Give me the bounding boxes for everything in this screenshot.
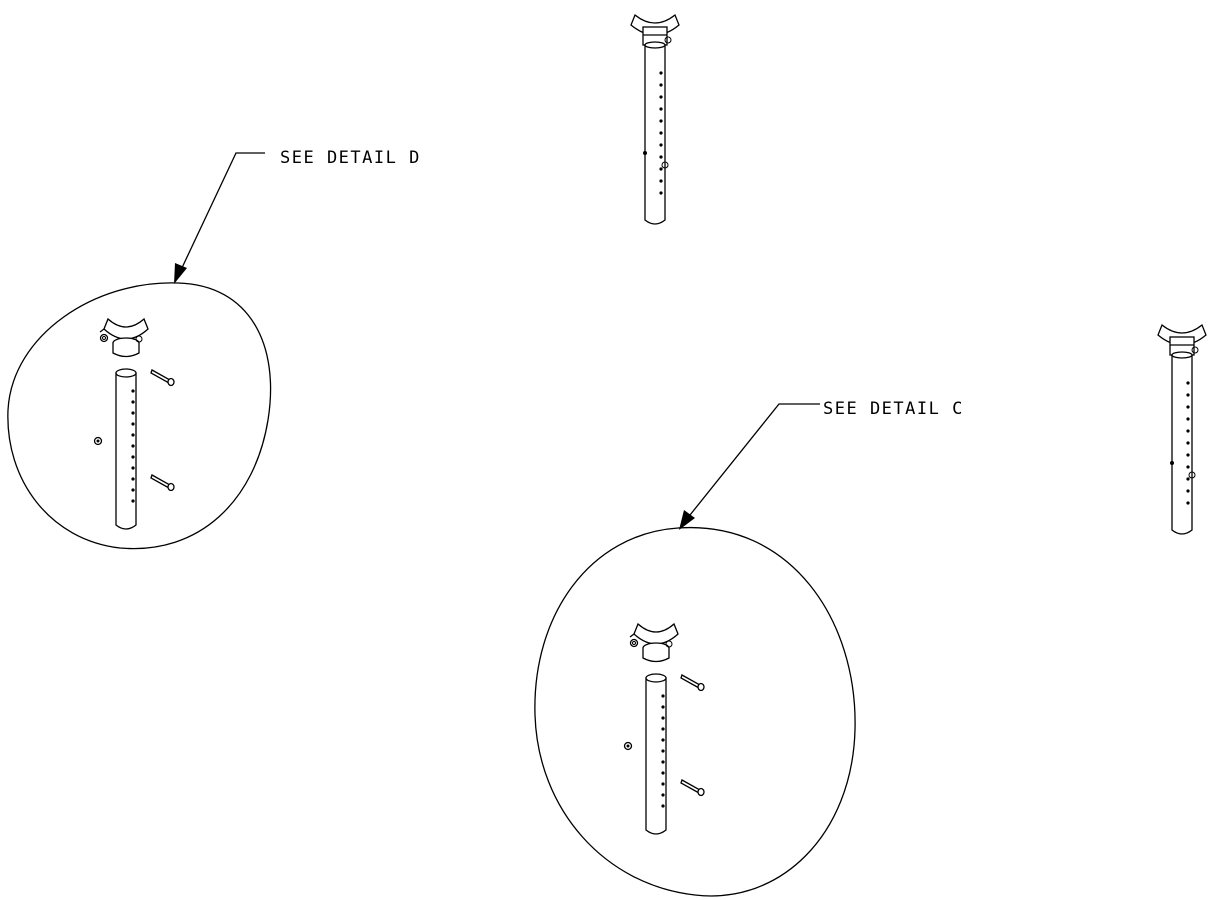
leader-detail-d [174, 152, 265, 284]
exploded-post-icon [623, 623, 705, 835]
exploded-post-icon [93, 318, 175, 530]
post-assembly-top [630, 14, 680, 225]
callout-see-detail-c: SEE DETAIL C [823, 399, 964, 419]
callout-see-detail-d: SEE DETAIL D [280, 148, 421, 168]
detail-c-circle [534, 526, 856, 897]
leader-detail-c [679, 403, 820, 530]
arrowhead-icon [679, 510, 695, 530]
post-assembly-icon [630, 14, 680, 225]
post-assembly-icon [1157, 324, 1207, 535]
detail-d-circle [7, 282, 272, 550]
post-assembly-right [1157, 324, 1207, 535]
arrowhead-icon [174, 263, 187, 284]
